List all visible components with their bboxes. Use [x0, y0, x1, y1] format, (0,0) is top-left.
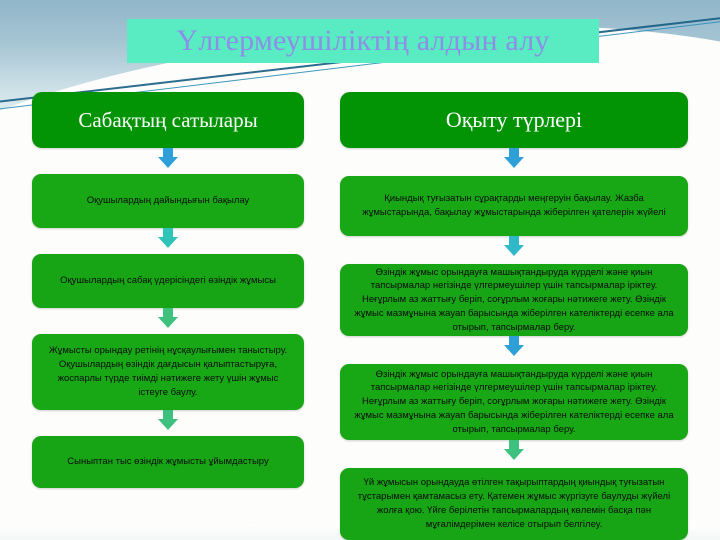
left-column: Сабақтың сатылары Оқушылардың дайындығын…: [32, 92, 304, 488]
down-arrow-icon: [157, 148, 179, 168]
down-arrow-icon: [503, 236, 525, 256]
left-step-2-label: Оқушылардың сабақ үдерісіндегі өзіндік ж…: [60, 275, 276, 287]
left-arrow-1-wrap: [157, 148, 179, 174]
right-column-header-label: Оқыту түрлері: [445, 107, 583, 132]
right-step-4: Үй жұмысын орындауда өтілген тақырыптард…: [340, 468, 688, 540]
slide-title-band: Үлгермеушіліктің алдын алу: [127, 19, 599, 63]
right-arrow-4-wrap: [503, 440, 525, 468]
left-column-header-label: Сабақтың сатылары: [78, 107, 258, 132]
left-step-1: Оқушылардың дайындығын бақылау: [32, 174, 304, 228]
right-step-2-label: Өзіндік жұмыс орындауға машықтандыруда к…: [354, 266, 674, 333]
left-column-header: Сабақтың сатылары: [32, 92, 304, 148]
left-step-3: Жұмысты орындау ретінің нұсқаулығымен та…: [32, 334, 304, 410]
down-arrow-icon: [157, 308, 179, 328]
down-arrow-icon: [157, 228, 179, 248]
right-column: Оқыту түрлері Қиындық туғызатын сұрақтар…: [340, 92, 688, 540]
left-step-4: Сыныптан тыс өзіндік жұмысты ұйымдастыру: [32, 436, 304, 488]
left-step-3-label: Жұмысты орындау ретінің нұсқаулығымен та…: [48, 345, 288, 398]
down-arrow-icon: [503, 148, 525, 168]
right-column-header: Оқыту түрлері: [340, 92, 688, 148]
page-title: Үлгермеушіліктің алдын алу: [176, 24, 550, 57]
down-arrow-icon: [503, 440, 525, 460]
down-arrow-icon: [157, 410, 179, 430]
right-arrow-1-wrap: [503, 148, 525, 176]
left-arrow-3-wrap: [157, 308, 179, 334]
left-step-2: Оқушылардың сабақ үдерісіндегі өзіндік ж…: [32, 254, 304, 308]
right-step-3-label: Өзіндік жұмыс орындауға машықтандыруда к…: [354, 368, 674, 435]
right-step-1: Қиындық туғызатын сұрақтарды меңгеруін б…: [340, 176, 688, 236]
left-arrow-2-wrap: [157, 228, 179, 254]
left-step-4-label: Сыныптан тыс өзіндік жұмысты ұйымдастыру: [67, 456, 269, 468]
left-arrow-4-wrap: [157, 410, 179, 436]
right-arrow-2-wrap: [503, 236, 525, 264]
left-step-1-label: Оқушылардың дайындығын бақылау: [86, 195, 250, 207]
right-step-1-label: Қиындық туғызатын сұрақтарды меңгеруін б…: [362, 193, 666, 218]
down-arrow-icon: [503, 336, 525, 356]
right-step-2: Өзіндік жұмыс орындауға машықтандыруда к…: [340, 264, 688, 336]
right-step-4-label: Үй жұмысын орындауда өтілген тақырыптард…: [357, 477, 671, 530]
right-step-3: Өзіндік жұмыс орындауға машықтандыруда к…: [340, 364, 688, 440]
right-arrow-3-wrap: [503, 336, 525, 364]
